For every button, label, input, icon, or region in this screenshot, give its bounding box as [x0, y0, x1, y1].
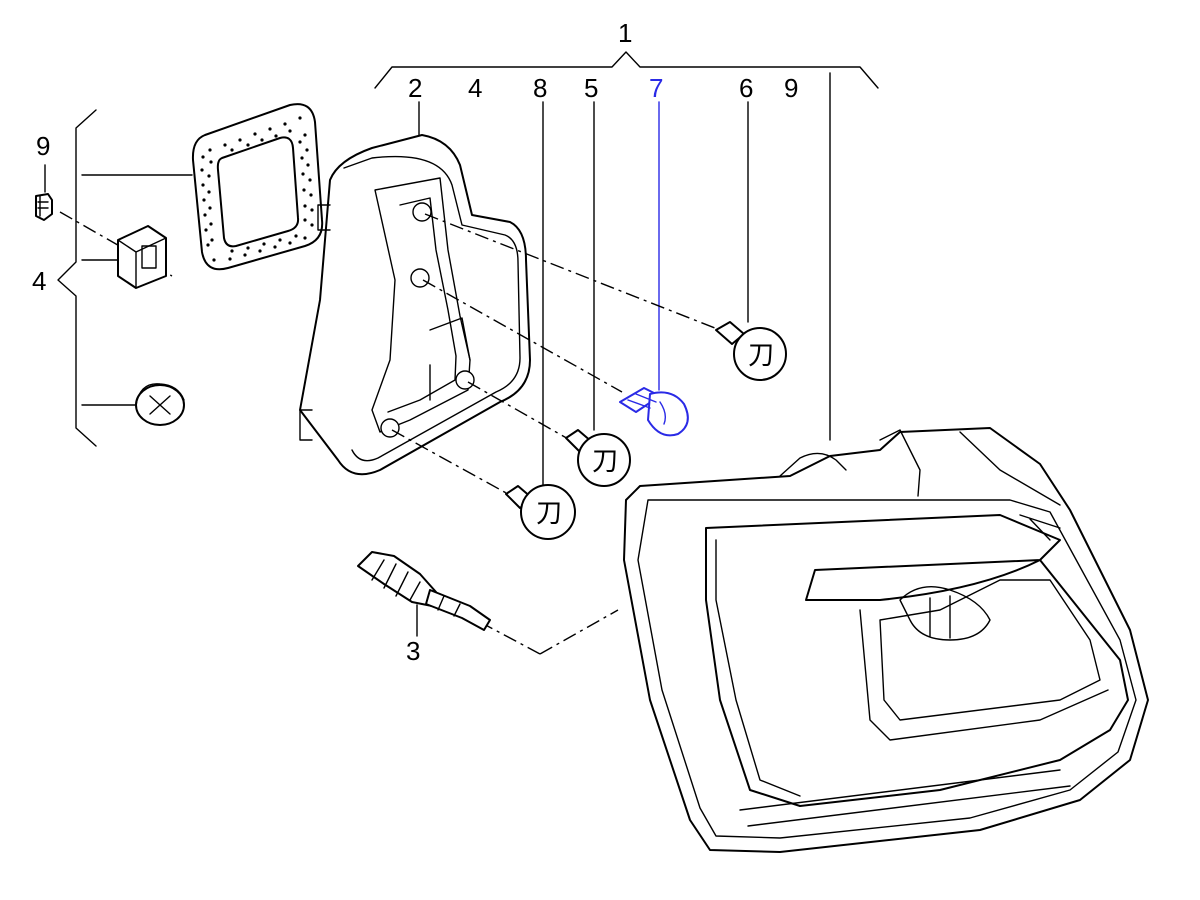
assembly-lines — [391, 213, 721, 655]
gasket-dot — [204, 228, 208, 232]
gasket-dot — [208, 206, 212, 210]
gasket-texture-dots — [200, 116, 314, 262]
gasket-dot — [278, 238, 282, 242]
gasket-dot — [230, 148, 234, 152]
bulb-part-6[interactable]: 刀 — [715, 321, 787, 381]
leader-lines — [44, 72, 831, 637]
connector-part-3[interactable] — [357, 551, 491, 631]
gasket-dot — [288, 241, 292, 245]
gasket-dot — [238, 138, 242, 142]
label-part-8[interactable]: 8 — [533, 73, 547, 103]
label-part-6[interactable]: 6 — [739, 73, 753, 103]
gasket-dot — [303, 236, 307, 240]
bulb-holder-part-2[interactable] — [299, 134, 531, 476]
gasket-dot — [288, 129, 292, 133]
callout-1-bracket — [374, 51, 879, 89]
gasket-dot — [274, 134, 278, 138]
gasket-dot — [283, 122, 287, 126]
gasket-dot — [300, 156, 304, 160]
gasket-dot — [294, 234, 298, 238]
gasket-dot — [208, 148, 212, 152]
gasket-dot — [306, 163, 310, 167]
left-bracket — [57, 109, 193, 447]
gasket-dot — [207, 190, 211, 194]
gasket-dot — [207, 174, 211, 178]
gasket-dot — [202, 198, 206, 202]
bulb-8-filament-mark: 刀 — [536, 498, 562, 528]
bulb-part-8[interactable]: 刀 — [505, 484, 576, 540]
tail-light-housing[interactable] — [623, 427, 1149, 853]
gasket-dot — [262, 242, 266, 246]
gasket-dot — [260, 138, 264, 142]
gasket-part-4[interactable] — [191, 103, 324, 271]
gasket-dot — [253, 132, 257, 136]
gasket-dot — [230, 249, 234, 253]
label-part-1[interactable]: 1 — [618, 18, 632, 48]
square-grommet-part-4[interactable] — [117, 225, 167, 289]
gasket-dot — [303, 218, 307, 222]
gasket-dot — [209, 160, 213, 164]
label-part-9-top[interactable]: 9 — [784, 73, 798, 103]
gasket-dot — [201, 155, 205, 159]
gasket-dot — [246, 143, 250, 147]
gasket-dot — [206, 243, 210, 247]
gasket-dot — [302, 188, 306, 192]
gasket-dot — [298, 116, 302, 120]
clip-part-9[interactable] — [35, 193, 53, 221]
bulb-part-5[interactable]: 刀 — [565, 429, 631, 487]
label-part-3[interactable]: 3 — [406, 636, 420, 666]
gasket-dot — [305, 148, 309, 152]
gasket-dot — [273, 245, 277, 249]
gasket-dot — [268, 127, 272, 131]
gasket-dot — [258, 249, 262, 253]
gasket-dot — [203, 213, 207, 217]
label-part-4-left[interactable]: 4 — [32, 266, 46, 296]
gasket-dot — [310, 208, 314, 212]
label-part-5[interactable]: 5 — [584, 73, 598, 103]
bulb-6-filament-mark: 刀 — [748, 340, 774, 370]
gasket-dot — [246, 246, 250, 250]
label-part-2[interactable]: 2 — [408, 73, 422, 103]
label-part-9-left[interactable]: 9 — [36, 131, 50, 161]
label-part-4-top[interactable]: 4 — [468, 73, 482, 103]
bulb-5-filament-mark: 刀 — [592, 446, 618, 476]
gasket-dot — [301, 172, 305, 176]
wedge-bulb-part-7[interactable] — [619, 387, 689, 437]
gasket-dot — [210, 238, 214, 242]
gasket-dot — [212, 258, 216, 262]
gasket-dot — [209, 222, 213, 226]
gasket-dot — [201, 183, 205, 187]
gasket-dot — [228, 257, 232, 261]
label-part-7-highlighted[interactable]: 7 — [649, 73, 663, 103]
gasket-dot — [309, 193, 313, 197]
gasket-dot — [223, 143, 227, 147]
gasket-dot — [243, 253, 247, 257]
gasket-dot — [303, 204, 307, 208]
gasket-dot — [308, 178, 312, 182]
gasket-dot — [298, 140, 302, 144]
round-grommet-part-4[interactable] — [135, 383, 185, 426]
gasket-dot — [310, 223, 314, 227]
gasket-dot — [303, 133, 307, 137]
gasket-dot — [200, 168, 204, 172]
